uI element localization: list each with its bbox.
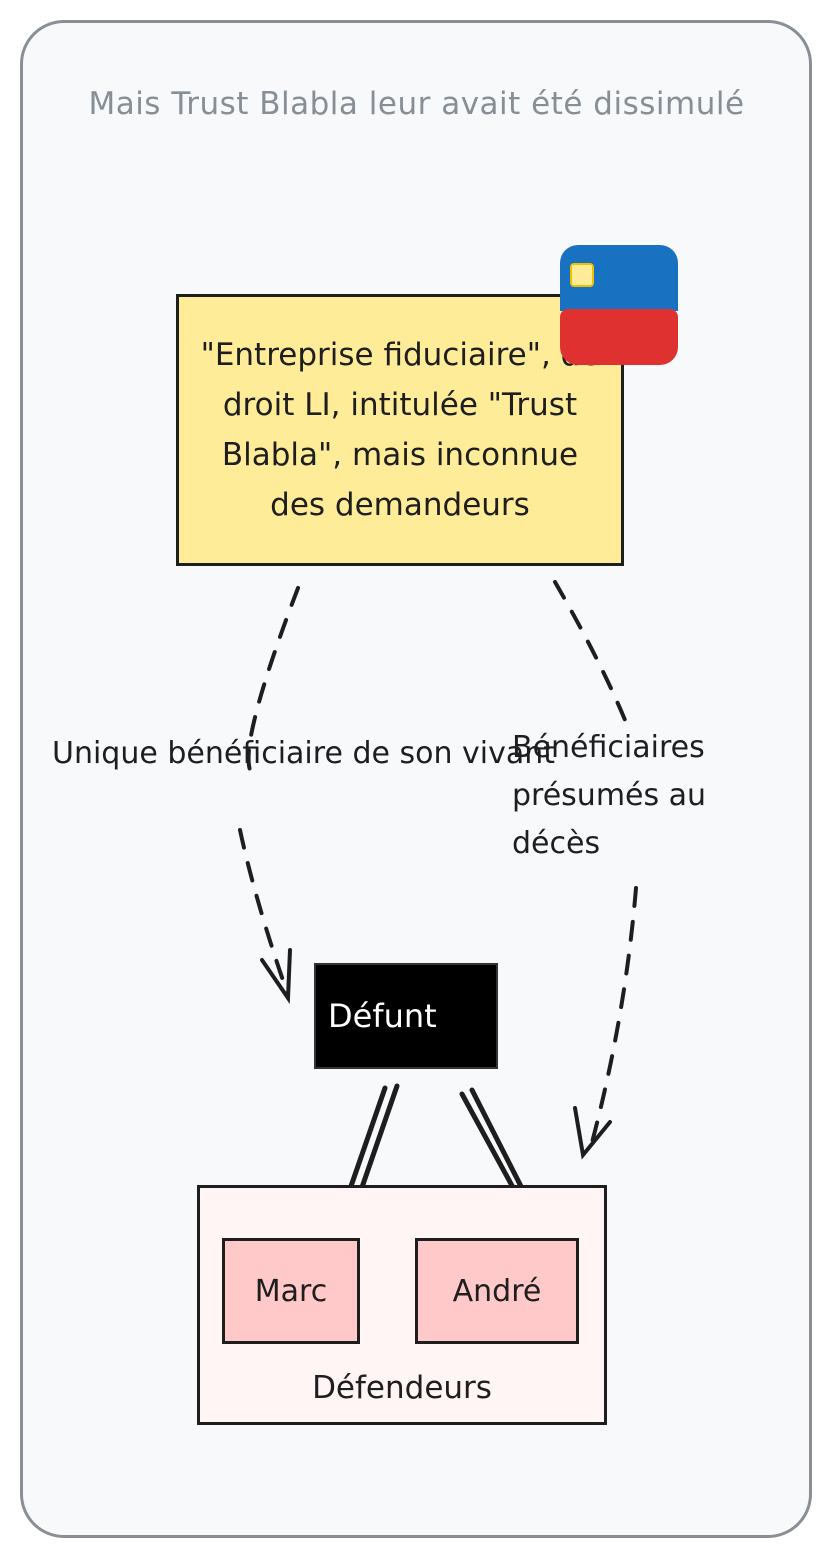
trust-entity-box[interactable]: "Entreprise fiduciaire", de droit LI, in… [176,294,624,566]
person-marc-label: Marc [254,1273,328,1309]
arrowhead-defunt [260,948,292,1005]
defendeurs-group[interactable]: Marc André Défendeurs [197,1185,607,1425]
arrowhead-defendeurs [573,1106,612,1160]
edge-entity-to-defendeurs [553,580,638,1152]
person-andre-label: André [452,1273,542,1309]
defunt-label: Défunt [328,997,437,1035]
edge-entity-to-defunt [238,586,300,997]
defendeurs-label: Défendeurs [312,1370,492,1406]
trust-entity-text: "Entreprise fiduciaire", de droit LI, in… [200,337,600,523]
diagram-title: Mais Trust Blabla leur avait été dissimu… [88,86,745,122]
person-marc[interactable]: Marc [222,1238,360,1344]
person-andre[interactable]: André [415,1238,579,1344]
defunt-node[interactable]: Défunt [314,963,498,1069]
edge-label-unique-beneficiaire: Unique bénéficiaire de son vivant [52,736,556,771]
edge-label-beneficiaires-presumes: Bénéficiaires présumés au décès [512,730,707,861]
liechtenstein-flag-icon [560,245,678,365]
